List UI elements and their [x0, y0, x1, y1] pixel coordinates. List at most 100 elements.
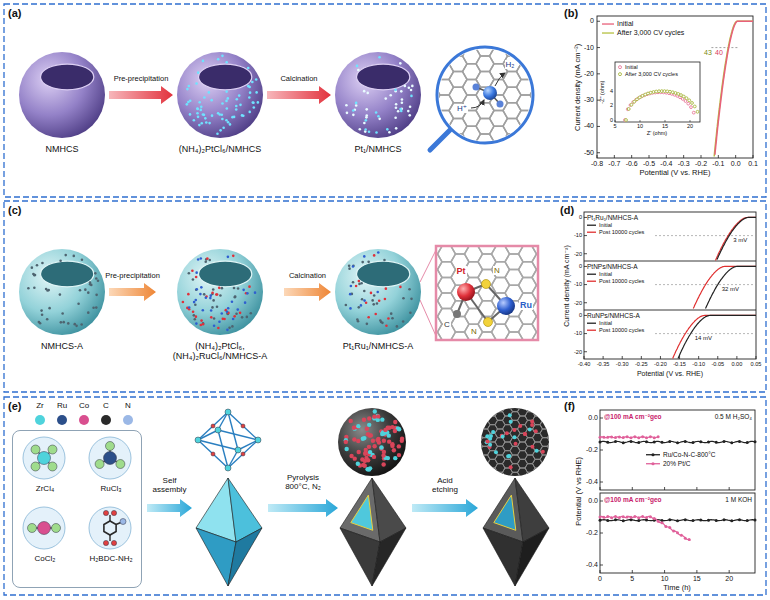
carbon-ring: [463, 33, 481, 49]
atom-dot: [409, 312, 412, 315]
metal-particle: [541, 450, 545, 454]
carbon-ring: [548, 468, 558, 477]
overpotential-value: 43: [704, 49, 712, 57]
atom-dot: [191, 269, 194, 272]
data-point: [618, 435, 621, 438]
legend-line: [587, 225, 596, 226]
carbon-ring: [503, 399, 513, 408]
data-point: [653, 440, 656, 443]
atom-dot: [375, 131, 378, 134]
octahedron-face: [372, 528, 406, 586]
carbon-ring: [473, 416, 483, 425]
atom-dot: [203, 293, 206, 296]
data-point: [637, 436, 640, 439]
oxygen-atom: [103, 510, 108, 515]
data-point: [688, 538, 691, 541]
carbon-ring: [540, 455, 550, 464]
atom-dot: [400, 90, 403, 93]
atom-label: C: [443, 320, 451, 329]
atom-dot: [348, 267, 351, 270]
data-point: [614, 515, 617, 518]
atom-dot: [211, 114, 214, 117]
chlorine-atom: [52, 524, 61, 533]
zoom-leader: [420, 250, 436, 282]
atom-dot: [205, 121, 208, 124]
atom-label: H₂: [505, 60, 516, 69]
atom-dot: [227, 307, 230, 310]
data-point: [676, 441, 679, 444]
tick-label: -0.7: [608, 160, 620, 168]
metal-particle: [535, 449, 539, 453]
atom-dot: [221, 287, 224, 290]
data-point: [754, 440, 757, 443]
hollow-sphere: [175, 247, 265, 337]
atom-dot: [203, 114, 206, 117]
molecule-bubble: [23, 437, 65, 479]
metal-particle: [383, 428, 387, 432]
atom-dot: [195, 276, 198, 279]
data-point: [633, 515, 636, 518]
carbon-ring: [548, 451, 558, 460]
octahedron-face: [515, 528, 549, 586]
octahedron-cavity: [351, 495, 373, 530]
atom-dot: [209, 294, 212, 297]
chlorine-atom: [95, 459, 104, 468]
atom-dot: [87, 311, 90, 314]
framework-link: [198, 430, 218, 440]
tick-label: -0.05: [711, 361, 724, 367]
atom-dot: [248, 285, 251, 288]
atom-dot: [384, 298, 387, 301]
atom-dot: [204, 260, 207, 263]
tick-mark: [696, 570, 697, 573]
data-point: [707, 440, 710, 443]
carbon-ring: [422, 40, 440, 56]
tick-mark: [701, 155, 702, 158]
tick-label: 0: [579, 263, 582, 269]
atom-dot: [233, 287, 236, 290]
axis-frame: [600, 410, 755, 490]
tick-label: 0: [598, 575, 602, 583]
carbon-ring: [540, 420, 550, 429]
atom-dot: [367, 316, 370, 319]
polarization-curve: [717, 217, 756, 259]
atom-dot: [385, 287, 388, 290]
tick-label: -0.30: [616, 361, 629, 367]
metal-particle: [364, 456, 368, 460]
atom-dot: [346, 112, 349, 115]
legend-label: N: [125, 401, 131, 410]
oxygen-atom: [111, 540, 116, 545]
sphere-shell: [335, 249, 421, 335]
metal-particle: [368, 433, 372, 437]
atom-dot: [361, 261, 364, 264]
panel-letter: (c): [8, 204, 21, 217]
atom-dot: [248, 111, 251, 114]
subplot-divider: [584, 310, 756, 311]
atom-dot: [360, 304, 363, 307]
data-point: [661, 441, 664, 444]
carbon-ring: [473, 407, 483, 416]
tick-mark: [735, 155, 736, 158]
process-arrow: [412, 499, 478, 517]
condition-label: 1 M KOH: [725, 496, 752, 503]
atom-dot: [364, 128, 367, 131]
stability-curve: [600, 516, 690, 540]
metal-particle: [381, 462, 385, 466]
metal-particle: [356, 439, 360, 443]
atom-dot: [373, 294, 376, 297]
impedance-point: [629, 104, 632, 107]
tick-label: -10: [574, 281, 582, 287]
impedance-point: [687, 102, 690, 105]
data-point: [630, 440, 633, 443]
atom-dot: [355, 102, 358, 105]
atom-dot: [196, 108, 199, 111]
data-point: [684, 440, 687, 443]
axis-title: Z' (ohm): [647, 130, 667, 136]
atom-dot: [87, 291, 90, 294]
metal-particle: [344, 447, 348, 451]
atom-dot: [197, 258, 200, 261]
metal-particle: [363, 464, 367, 468]
metal-particle: [501, 434, 505, 438]
legend-label: Initial: [617, 20, 633, 28]
metal-cluster: [225, 409, 231, 415]
panel-letter: (e): [8, 400, 21, 413]
